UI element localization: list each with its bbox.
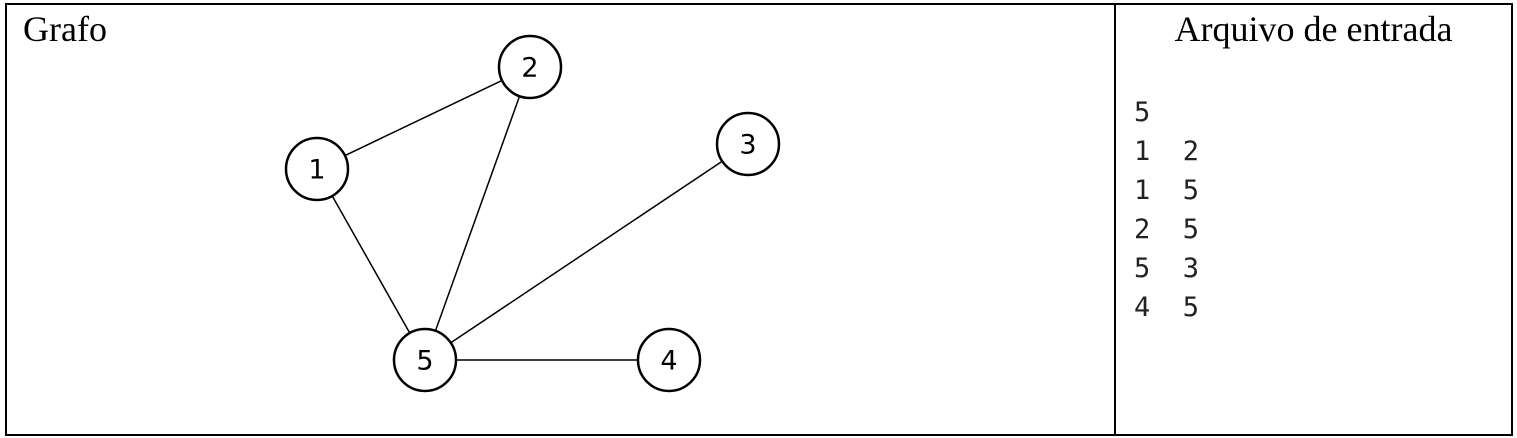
node-label: 1 <box>308 155 325 186</box>
graph-node-5: 5 <box>392 327 458 393</box>
input-line-edge: 4 5 <box>1134 292 1200 323</box>
input-line-edge: 2 5 <box>1134 214 1200 245</box>
graph-panel-title: Grafo <box>23 9 107 49</box>
node-label: 4 <box>660 346 677 377</box>
input-line-edge: 1 5 <box>1134 175 1200 206</box>
graph-node-4: 4 <box>636 327 702 393</box>
edge-2-5 <box>434 95 521 332</box>
edge-1-2 <box>344 79 503 157</box>
input-line-edge: 5 3 <box>1134 253 1200 284</box>
input-file-title: Arquivo de entrada <box>1174 9 1453 49</box>
graph-node-1: 1 <box>284 136 350 202</box>
input-line-vertex-count: 5 <box>1134 97 1151 128</box>
input-line-edge: 1 2 <box>1134 136 1200 167</box>
edge-1-5 <box>331 195 411 334</box>
graph-panel: Grafo 1 2 3 4 5 <box>7 5 1116 434</box>
node-label: 5 <box>416 346 433 377</box>
node-circle <box>497 34 563 100</box>
node-circle <box>636 327 702 393</box>
node-label: 2 <box>521 53 538 84</box>
graph-diagram: 1 2 3 4 5 <box>284 34 781 393</box>
node-circle <box>284 136 350 202</box>
input-file-panel: Arquivo de entrada 5 1 2 1 5 2 5 5 3 4 5 <box>1116 5 1511 434</box>
node-circle <box>715 111 781 177</box>
edge-layer <box>331 79 723 361</box>
graph-node-3: 3 <box>715 111 781 177</box>
edge-5-3 <box>450 160 723 344</box>
graph-node-2: 2 <box>497 34 563 100</box>
node-label: 3 <box>739 130 756 161</box>
input-file-content: 5 1 2 1 5 2 5 5 3 4 5 <box>1134 93 1199 327</box>
node-layer: 1 2 3 4 5 <box>284 34 781 393</box>
figure-frame: Grafo 1 2 3 4 5 Arquivo de entrada 5 1 2 1 5… <box>5 3 1513 436</box>
node-circle <box>392 327 458 393</box>
